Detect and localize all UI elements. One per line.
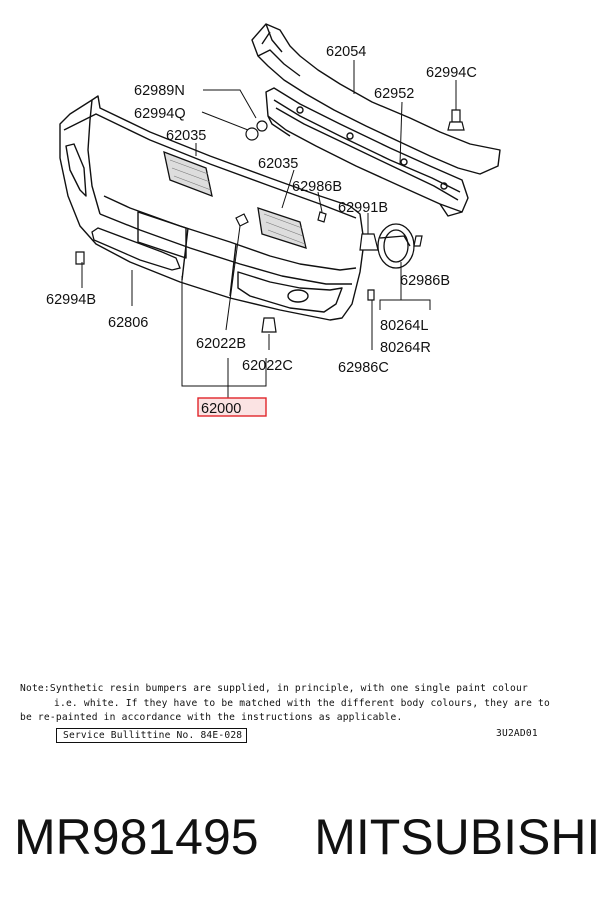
callout-62994B[interactable]: 62994B (46, 292, 96, 308)
callout-62035-b[interactable]: 62035 (258, 156, 298, 172)
callout-62991B[interactable]: 62991B (338, 200, 388, 216)
callout-62022C[interactable]: 62022C (242, 358, 293, 374)
lower-garnish-strip (91, 227, 181, 271)
callout-62989N[interactable]: 62989N (134, 83, 185, 99)
callout-62986B-top[interactable]: 62986B (292, 179, 342, 195)
callout-62000[interactable]: 62000 (201, 401, 241, 417)
leader-lines (81, 60, 457, 398)
footer: MR981495 MITSUBISHI (14, 808, 600, 866)
note-line-3: be re-painted in accordance with the ins… (20, 712, 403, 723)
note-line-1: Note:Synthetic resin bumpers are supplie… (20, 683, 528, 694)
grille-inserts (163, 150, 307, 249)
service-bulletin-box: Service Bullittine No. 84E-028 (56, 728, 248, 743)
callout-62035-a[interactable]: 62035 (166, 128, 206, 144)
fog-lamp (377, 223, 415, 269)
note-line-2: i.e. white. If they have to be matched w… (54, 697, 551, 709)
bumper-reinforcement (251, 23, 501, 217)
callout-62000-highlight (197, 397, 267, 417)
callout-62994Q[interactable]: 62994Q (134, 106, 186, 122)
callout-80264R[interactable]: 80264R (380, 340, 431, 356)
callout-62022B[interactable]: 62022B (196, 336, 246, 352)
callout-62994C[interactable]: 62994C (426, 65, 477, 81)
callout-62986B-right[interactable]: 62986B (400, 273, 450, 289)
callout-labels: 62054 62994C 62989N 62952 62994Q 62035 6… (46, 44, 477, 417)
fasteners (75, 109, 465, 333)
part-number: MR981495 (14, 809, 259, 865)
bumper-cover (59, 95, 365, 321)
figure-code: 3U2AD01 (496, 728, 538, 739)
callout-62806[interactable]: 62806 (108, 315, 148, 331)
callout-62952[interactable]: 62952 (374, 86, 414, 102)
note-text: Note:Synthetic resin bumpers are supplie… (20, 682, 580, 726)
brand-name: MITSUBISHI (314, 809, 600, 865)
callout-80264L[interactable]: 80264L (380, 318, 428, 334)
callout-62054[interactable]: 62054 (326, 44, 366, 60)
callout-62986C[interactable]: 62986C (338, 360, 389, 376)
